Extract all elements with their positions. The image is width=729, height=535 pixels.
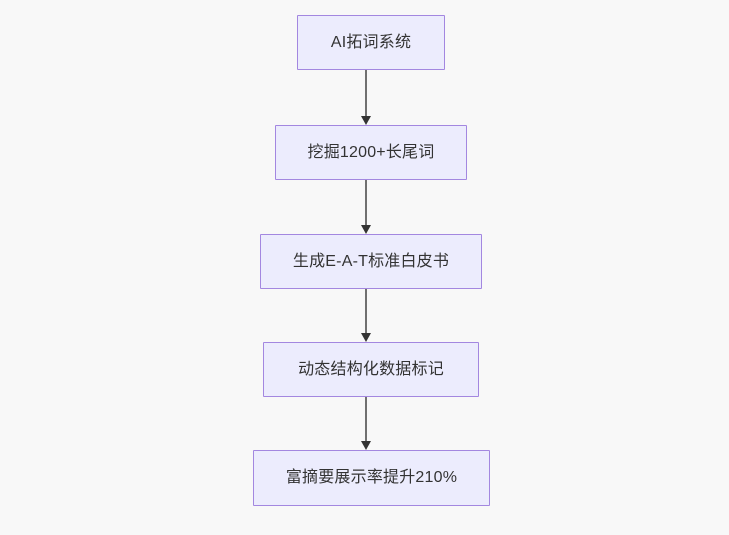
flow-node-label: 富摘要展示率提升210% <box>285 469 458 487</box>
flow-node-ai-keyword-system[interactable]: AI拓词系统 <box>297 15 445 70</box>
flow-edge-2-3 <box>356 180 376 234</box>
flow-node-generate-eat-whitepaper[interactable]: 生成E-A-T标准白皮书 <box>260 234 482 289</box>
flow-node-dynamic-structured-data-markup[interactable]: 动态结构化数据标记 <box>263 342 479 397</box>
arrowhead-icon <box>361 225 371 234</box>
edge-line <box>365 70 367 118</box>
edge-line <box>365 397 367 443</box>
flow-edge-3-4 <box>356 289 376 342</box>
flow-node-mine-longtail-keywords[interactable]: 挖掘1200+长尾词 <box>275 125 467 180</box>
flow-edge-1-2 <box>356 70 376 125</box>
flow-edge-4-5 <box>356 397 376 450</box>
edge-line <box>365 180 367 227</box>
flow-node-label: 动态结构化数据标记 <box>298 360 444 378</box>
flow-node-label: 生成E-A-T标准白皮书 <box>292 252 450 270</box>
flow-node-label: 挖掘1200+长尾词 <box>307 143 435 161</box>
arrowhead-icon <box>361 333 371 342</box>
edge-line <box>365 289 367 335</box>
arrowhead-icon <box>361 116 371 125</box>
flow-node-rich-snippet-impression-uplift[interactable]: 富摘要展示率提升210% <box>253 450 490 506</box>
arrowhead-icon <box>361 441 371 450</box>
flow-node-label: AI拓词系统 <box>330 33 412 51</box>
